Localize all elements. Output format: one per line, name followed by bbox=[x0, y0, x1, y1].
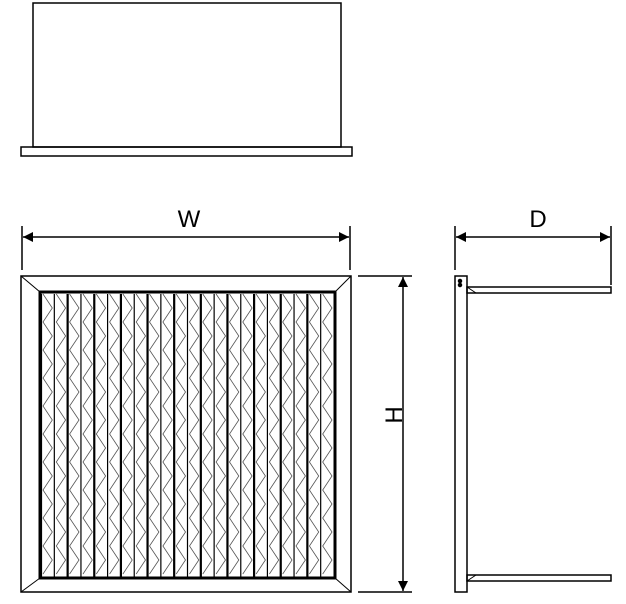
pleat-zigzag bbox=[82, 293, 93, 575]
side-frame bbox=[454, 275, 468, 593]
pleat-zigzag bbox=[69, 293, 80, 575]
front-view bbox=[20, 275, 352, 593]
bottom-rail bbox=[466, 574, 612, 582]
pleat-zigzag bbox=[282, 293, 293, 575]
pleat-zigzag bbox=[255, 293, 266, 575]
depth-dimension bbox=[454, 226, 612, 285]
pleat-zigzag bbox=[122, 293, 133, 575]
pleat-zigzag bbox=[55, 293, 67, 575]
height-label: H bbox=[381, 406, 408, 423]
top-view-body bbox=[32, 2, 342, 148]
pleat-zigzag bbox=[42, 293, 53, 575]
height-dimension bbox=[358, 275, 412, 593]
pleat-zigzag bbox=[149, 293, 160, 575]
pleat-zigzag bbox=[95, 293, 107, 575]
pleat-zigzag bbox=[215, 293, 226, 575]
pleat-zigzag bbox=[162, 293, 173, 575]
gauge-port-icon bbox=[457, 282, 463, 288]
width-dimension bbox=[21, 226, 351, 270]
pleat-zigzag bbox=[135, 293, 146, 575]
pleat-zigzag bbox=[268, 293, 280, 575]
pleat-zigzag bbox=[322, 293, 333, 575]
depth-label: D bbox=[529, 206, 546, 233]
pleat-zigzag bbox=[202, 293, 213, 575]
pleat-zigzag bbox=[295, 293, 306, 575]
pleat-zigzag bbox=[229, 293, 240, 575]
top-rail bbox=[466, 286, 612, 294]
pleat-zigzag bbox=[242, 293, 253, 575]
filter-pleats bbox=[39, 293, 333, 577]
pleat-zigzag bbox=[308, 293, 320, 575]
outer-frame bbox=[20, 275, 352, 593]
pleat-zigzag bbox=[189, 293, 200, 575]
gauge-port-icon bbox=[457, 278, 463, 284]
width-label: W bbox=[178, 206, 201, 233]
top-view-flange bbox=[20, 146, 353, 157]
side-view bbox=[454, 275, 612, 593]
pleat-zigzag bbox=[109, 293, 120, 575]
pleat-zigzag bbox=[175, 293, 186, 575]
top-view bbox=[20, 2, 353, 157]
